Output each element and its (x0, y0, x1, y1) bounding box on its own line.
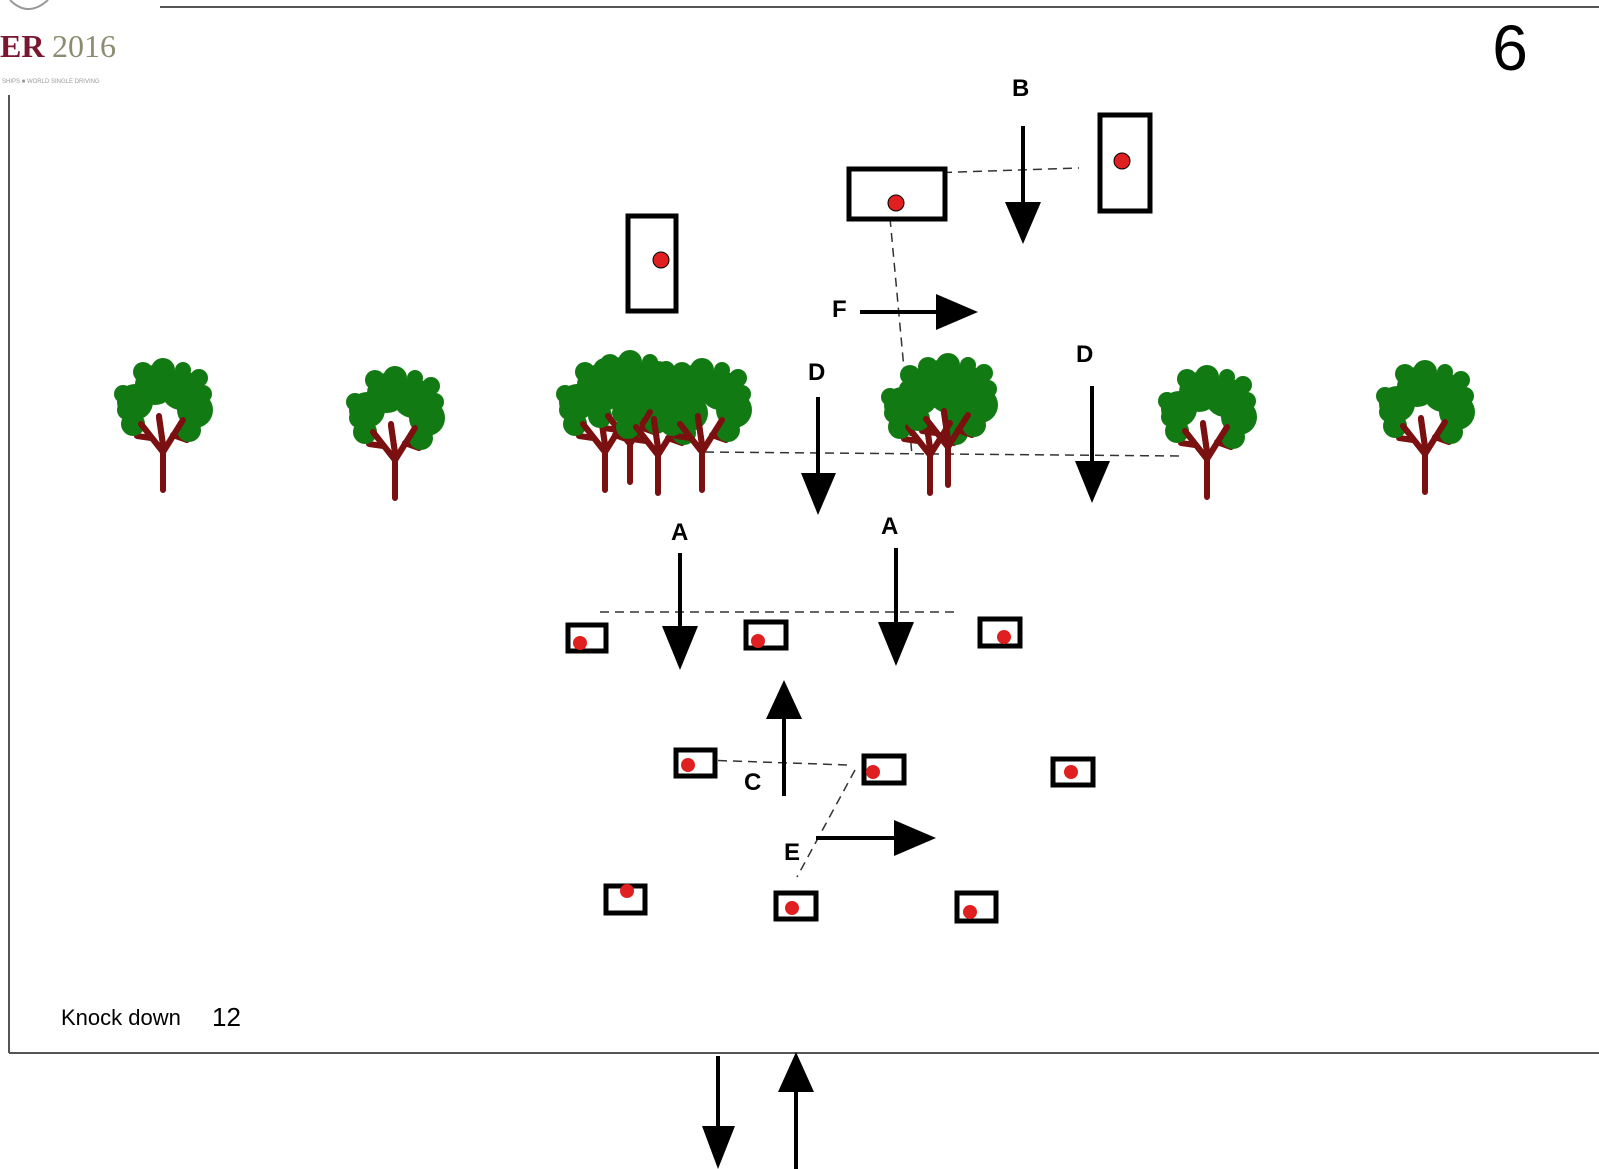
direction-arrows (662, 126, 1110, 1169)
arrow-icon-e (816, 820, 936, 856)
tree-icon (1376, 360, 1475, 492)
gate-label-a1: A (671, 519, 688, 546)
cone-marker-icon (861, 753, 907, 786)
gate-label-d2: D (1076, 341, 1093, 368)
arrow-icon-b (1005, 126, 1041, 244)
gate-label-b: B (1012, 75, 1029, 102)
tree-icon (114, 358, 213, 490)
cone-marker-icon (625, 213, 679, 314)
small-markers (565, 616, 1096, 924)
cone-marker-icon (773, 890, 819, 922)
logo-subtitle: SHIPS ■ WORLD SINGLE DRIVING (2, 79, 100, 85)
gate-labels: B F D D A A C E (671, 75, 1093, 866)
gate-label-a2: A (881, 513, 898, 540)
cone-marker-icon (1097, 112, 1153, 214)
course-number: 6 (1492, 12, 1528, 84)
gate-line-e (796, 769, 856, 878)
cone-marker-icon (954, 890, 999, 924)
arrow-icon-c (766, 680, 802, 796)
arrow-icon-d1 (801, 397, 836, 515)
arrow-icon-f (860, 294, 978, 330)
gate-label-d1: D (808, 359, 825, 386)
logo-year: 2016 (52, 28, 116, 64)
tree-icon (1158, 365, 1257, 497)
gate-line-d (704, 451, 1181, 457)
cone-marker-icon (1050, 756, 1096, 788)
large-markers (625, 112, 1153, 314)
arrow-icon-exit (702, 1056, 735, 1169)
tree-row (114, 350, 1475, 498)
gate-line-b (927, 167, 1080, 174)
gate-line-c (702, 759, 849, 766)
logo-emblem-arc (9, 0, 49, 10)
arrow-icon-d2 (1075, 386, 1110, 503)
cone-marker-icon (603, 883, 648, 916)
logo-brand: ER (0, 28, 45, 64)
gate-label-c: C (744, 769, 761, 796)
tree-icon (346, 366, 445, 498)
cone-marker-icon (977, 616, 1023, 649)
arrow-icon-a1 (662, 553, 698, 670)
cone-marker-icon (673, 747, 718, 779)
cone-marker-icon (846, 166, 948, 222)
cone-marker-icon (743, 619, 789, 651)
arrow-icon-a2 (878, 548, 914, 666)
knock-down-label: Knock down (61, 1005, 181, 1030)
event-logo: ER 2016 SHIPS ■ WORLD SINGLE DRIVING (0, 0, 116, 85)
arrow-icon-entry (778, 1052, 814, 1169)
cone-marker-icon (565, 622, 609, 654)
gate-label-e: E (784, 839, 800, 866)
knock-down-value: 12 (212, 1002, 241, 1032)
knock-down-note: Knock down 12 (61, 1002, 241, 1032)
gate-label-f: F (832, 296, 847, 323)
